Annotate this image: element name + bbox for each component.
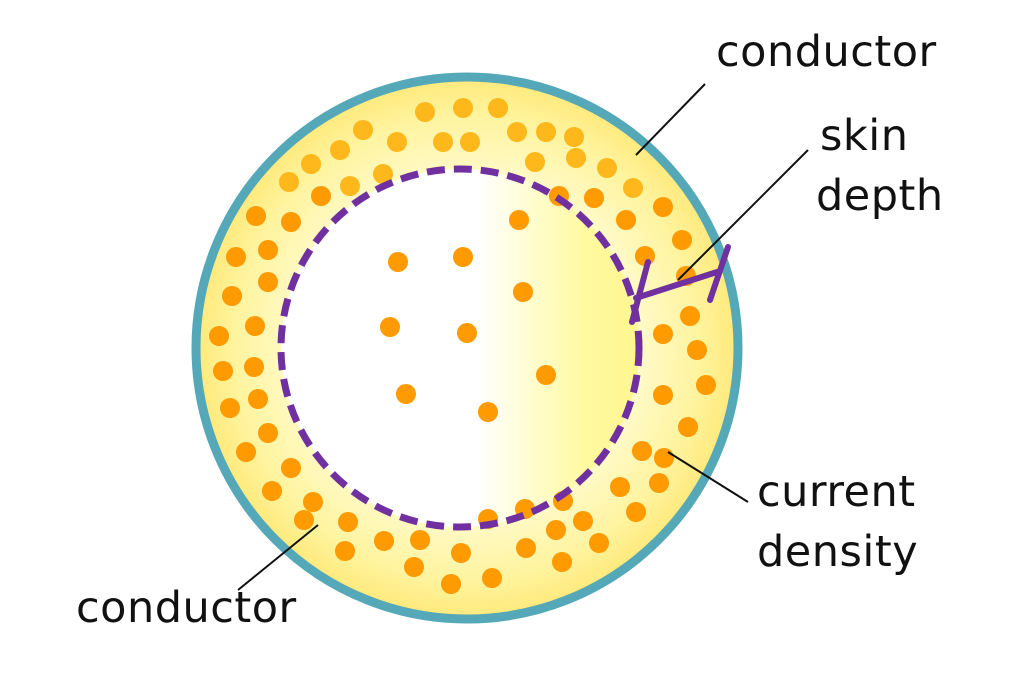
current-dot: [536, 365, 556, 385]
current-dot: [552, 552, 572, 572]
current-dot: [610, 477, 630, 497]
current-dot: [245, 316, 265, 336]
current-dot: [262, 481, 282, 501]
current-dot: [653, 324, 673, 344]
current-dot: [678, 417, 698, 437]
current-dot: [457, 323, 477, 343]
current-dot: [513, 282, 533, 302]
current-dot: [451, 543, 471, 563]
current-dot: [566, 148, 586, 168]
label-skin: skin: [820, 111, 909, 161]
current-dot: [507, 122, 527, 142]
current-dot: [482, 568, 502, 588]
current-dot: [597, 158, 617, 178]
current-dot: [564, 127, 584, 147]
current-dot: [226, 247, 246, 267]
current-dot: [573, 511, 593, 531]
label-current: current: [757, 467, 916, 517]
current-dot: [410, 530, 430, 550]
current-dot: [213, 361, 233, 381]
current-dot: [340, 176, 360, 196]
current-dot: [616, 210, 636, 230]
current-dot: [353, 120, 373, 140]
current-dot: [279, 172, 299, 192]
current-dot: [623, 178, 643, 198]
inner-core: [281, 169, 639, 527]
current-density-dots: [209, 98, 716, 594]
current-dot: [687, 340, 707, 360]
current-dot: [584, 188, 604, 208]
leader-current-density: [667, 451, 749, 503]
current-dot: [209, 326, 229, 346]
current-dot: [294, 510, 314, 530]
current-dot: [373, 164, 393, 184]
current-dot: [248, 389, 268, 409]
current-dot: [415, 102, 435, 122]
current-dot: [516, 538, 536, 558]
current-dot: [374, 531, 394, 551]
current-dot: [626, 502, 646, 522]
current-dot: [303, 492, 323, 512]
current-dot: [525, 152, 545, 172]
leader-conductor-bottom: [237, 524, 319, 591]
current-dot: [330, 140, 350, 160]
current-dot: [653, 197, 673, 217]
current-dot: [387, 132, 407, 152]
current-dot: [453, 247, 473, 267]
current-dot: [388, 252, 408, 272]
current-dot: [311, 186, 331, 206]
current-dot: [301, 154, 321, 174]
current-dot: [672, 230, 692, 250]
leader-conductor-top: [635, 83, 706, 156]
current-dot: [460, 132, 480, 152]
current-dot: [536, 122, 556, 142]
current-dot: [220, 398, 240, 418]
current-dot: [488, 98, 508, 118]
current-dot: [509, 210, 529, 230]
current-dot: [338, 512, 358, 532]
current-dot: [246, 206, 266, 226]
label-conductor-top: conductor: [716, 27, 937, 77]
current-dot: [649, 473, 669, 493]
current-dot: [478, 402, 498, 422]
current-dot: [236, 442, 256, 462]
skin-depth-arrow: [629, 244, 731, 325]
current-dot: [653, 385, 673, 405]
leader-skin-depth: [677, 149, 809, 281]
current-dot: [258, 423, 278, 443]
current-dot: [281, 458, 301, 478]
current-dot: [680, 306, 700, 326]
current-dot: [258, 272, 278, 292]
current-dot: [404, 557, 424, 577]
current-dot: [632, 441, 652, 461]
current-dot: [244, 357, 264, 377]
current-dot: [258, 240, 278, 260]
current-dot: [222, 286, 242, 306]
current-dot: [546, 520, 566, 540]
current-dot: [589, 533, 609, 553]
label-conductor-bottom: conductor: [76, 583, 297, 633]
leader-lines: [237, 83, 809, 591]
current-dot: [453, 98, 473, 118]
current-dot: [441, 574, 461, 594]
skin-depth-boundary: [277, 165, 643, 531]
label-depth: depth: [816, 171, 944, 221]
current-dot: [654, 448, 674, 468]
current-dot: [696, 375, 716, 395]
current-dot: [335, 541, 355, 561]
current-dot: [396, 384, 416, 404]
label-density: density: [757, 527, 919, 577]
current-dot: [281, 212, 301, 232]
current-dot: [380, 317, 400, 337]
current-dot: [433, 132, 453, 152]
